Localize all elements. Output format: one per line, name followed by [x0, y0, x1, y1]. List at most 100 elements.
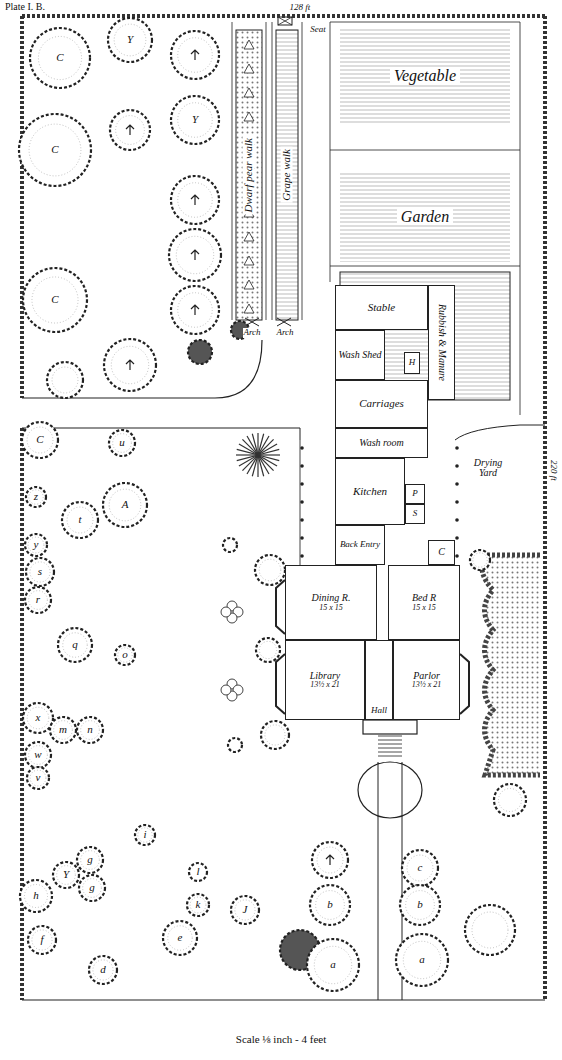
tree-symbol [126, 125, 134, 135]
tree-shading [316, 891, 345, 920]
column [455, 500, 459, 504]
room-name: Parlor [413, 671, 440, 682]
bay-window [276, 580, 285, 634]
dwarf-pear-tree [244, 112, 254, 121]
tree-shading [29, 490, 43, 504]
tree-canopy [26, 487, 46, 507]
evergreen-needle [258, 444, 277, 455]
path-edge [378, 762, 379, 1000]
room-box: H [404, 352, 420, 374]
tree-letter: Y [63, 869, 69, 881]
path-edge [330, 22, 520, 23]
tree-shading [259, 641, 276, 658]
tree-canopy [79, 875, 105, 901]
pear-walk-strip [236, 30, 262, 320]
tree-shading [29, 746, 48, 765]
column [300, 464, 304, 468]
plan-note: Drying Yard [467, 458, 509, 479]
tree-letter: d [100, 964, 106, 976]
tree-canopy [223, 538, 237, 552]
tree-symbol [191, 305, 199, 315]
tree-shading [30, 562, 50, 582]
tree-canopy [255, 555, 285, 585]
tree-shading [178, 183, 213, 218]
column [300, 536, 304, 540]
tree-canopy [23, 703, 53, 733]
column [455, 482, 459, 486]
tree-canopy [109, 430, 135, 456]
plan-note: Arch [243, 328, 260, 337]
bed-hatching [340, 172, 510, 262]
walk-strip: Dwarf pear walk [236, 30, 262, 320]
room-box: Back Entry [335, 525, 385, 565]
room-name: Garden [397, 209, 453, 226]
plan-note: Seat [310, 25, 326, 34]
tree-letter: i [143, 829, 146, 841]
tree-shading [57, 866, 76, 885]
room-box: Bed R15 x 15 [388, 565, 460, 640]
tree-canopy [53, 862, 79, 888]
tree-shading [30, 770, 46, 786]
tree-shading [81, 851, 100, 870]
tree-letter: C [51, 144, 58, 156]
tree-letter: C [56, 52, 63, 64]
porch [363, 720, 417, 734]
tree-canopy [163, 921, 197, 955]
bed-hatching [340, 28, 510, 125]
tree-shading [54, 721, 73, 740]
scale-caption: Scale ⅛ inch - 4 feet [236, 1034, 326, 1046]
room-name: Library [310, 671, 341, 682]
room-name: Hall [371, 706, 387, 715]
drive-edge [22, 427, 300, 428]
room-name: H [409, 358, 416, 367]
tree-canopy [22, 422, 58, 458]
tree-letter: b [327, 899, 333, 911]
column [455, 464, 459, 468]
tree-canopy [28, 926, 56, 954]
tree-letter: z [34, 491, 38, 503]
tree-shading [52, 367, 78, 393]
tree-letter: A [122, 499, 129, 511]
column [455, 518, 459, 522]
tree-canopy [312, 842, 348, 878]
tree-letter: w [34, 749, 41, 761]
tree-letter: m [59, 724, 67, 736]
tree-shading [93, 960, 113, 980]
plate-title: Plate I. B. [5, 2, 45, 13]
column [455, 446, 459, 450]
tree-letter: g [89, 882, 95, 894]
tree-canopy [171, 286, 219, 334]
room-box: S [405, 504, 425, 524]
room-name: Carriages [359, 398, 404, 410]
tree-shading [29, 124, 81, 176]
tree-canopy [171, 31, 219, 79]
tree-canopy [189, 863, 207, 881]
tree-canopy [494, 784, 526, 816]
plan-note: 128 ft [290, 3, 311, 12]
dwarf-pear-tree [244, 256, 254, 265]
room-box: Wash Shed [335, 330, 385, 380]
hedge [543, 16, 547, 1000]
column [300, 554, 304, 558]
drive-edge [22, 340, 262, 398]
tree-shading [317, 847, 343, 873]
tree-canopy [188, 340, 212, 364]
column [455, 554, 459, 558]
tree-letter: l [196, 866, 199, 878]
evergreen-needle [239, 455, 258, 466]
room-name: Kitchen [353, 486, 387, 498]
tree-shading [176, 236, 213, 273]
tree-shading [407, 855, 433, 881]
tree-shading [29, 591, 48, 610]
tree-letter: t [78, 514, 81, 526]
tree-canopy [103, 483, 147, 527]
tree-canopy [169, 229, 221, 281]
tree-shading [28, 537, 44, 553]
tree-letter: r [36, 594, 40, 606]
tree-canopy [231, 896, 259, 924]
tree-shading [27, 707, 49, 729]
tree-canopy [25, 742, 51, 768]
tree-canopy [171, 96, 219, 144]
tree-canopy [108, 18, 152, 62]
tree-shading [83, 879, 102, 898]
